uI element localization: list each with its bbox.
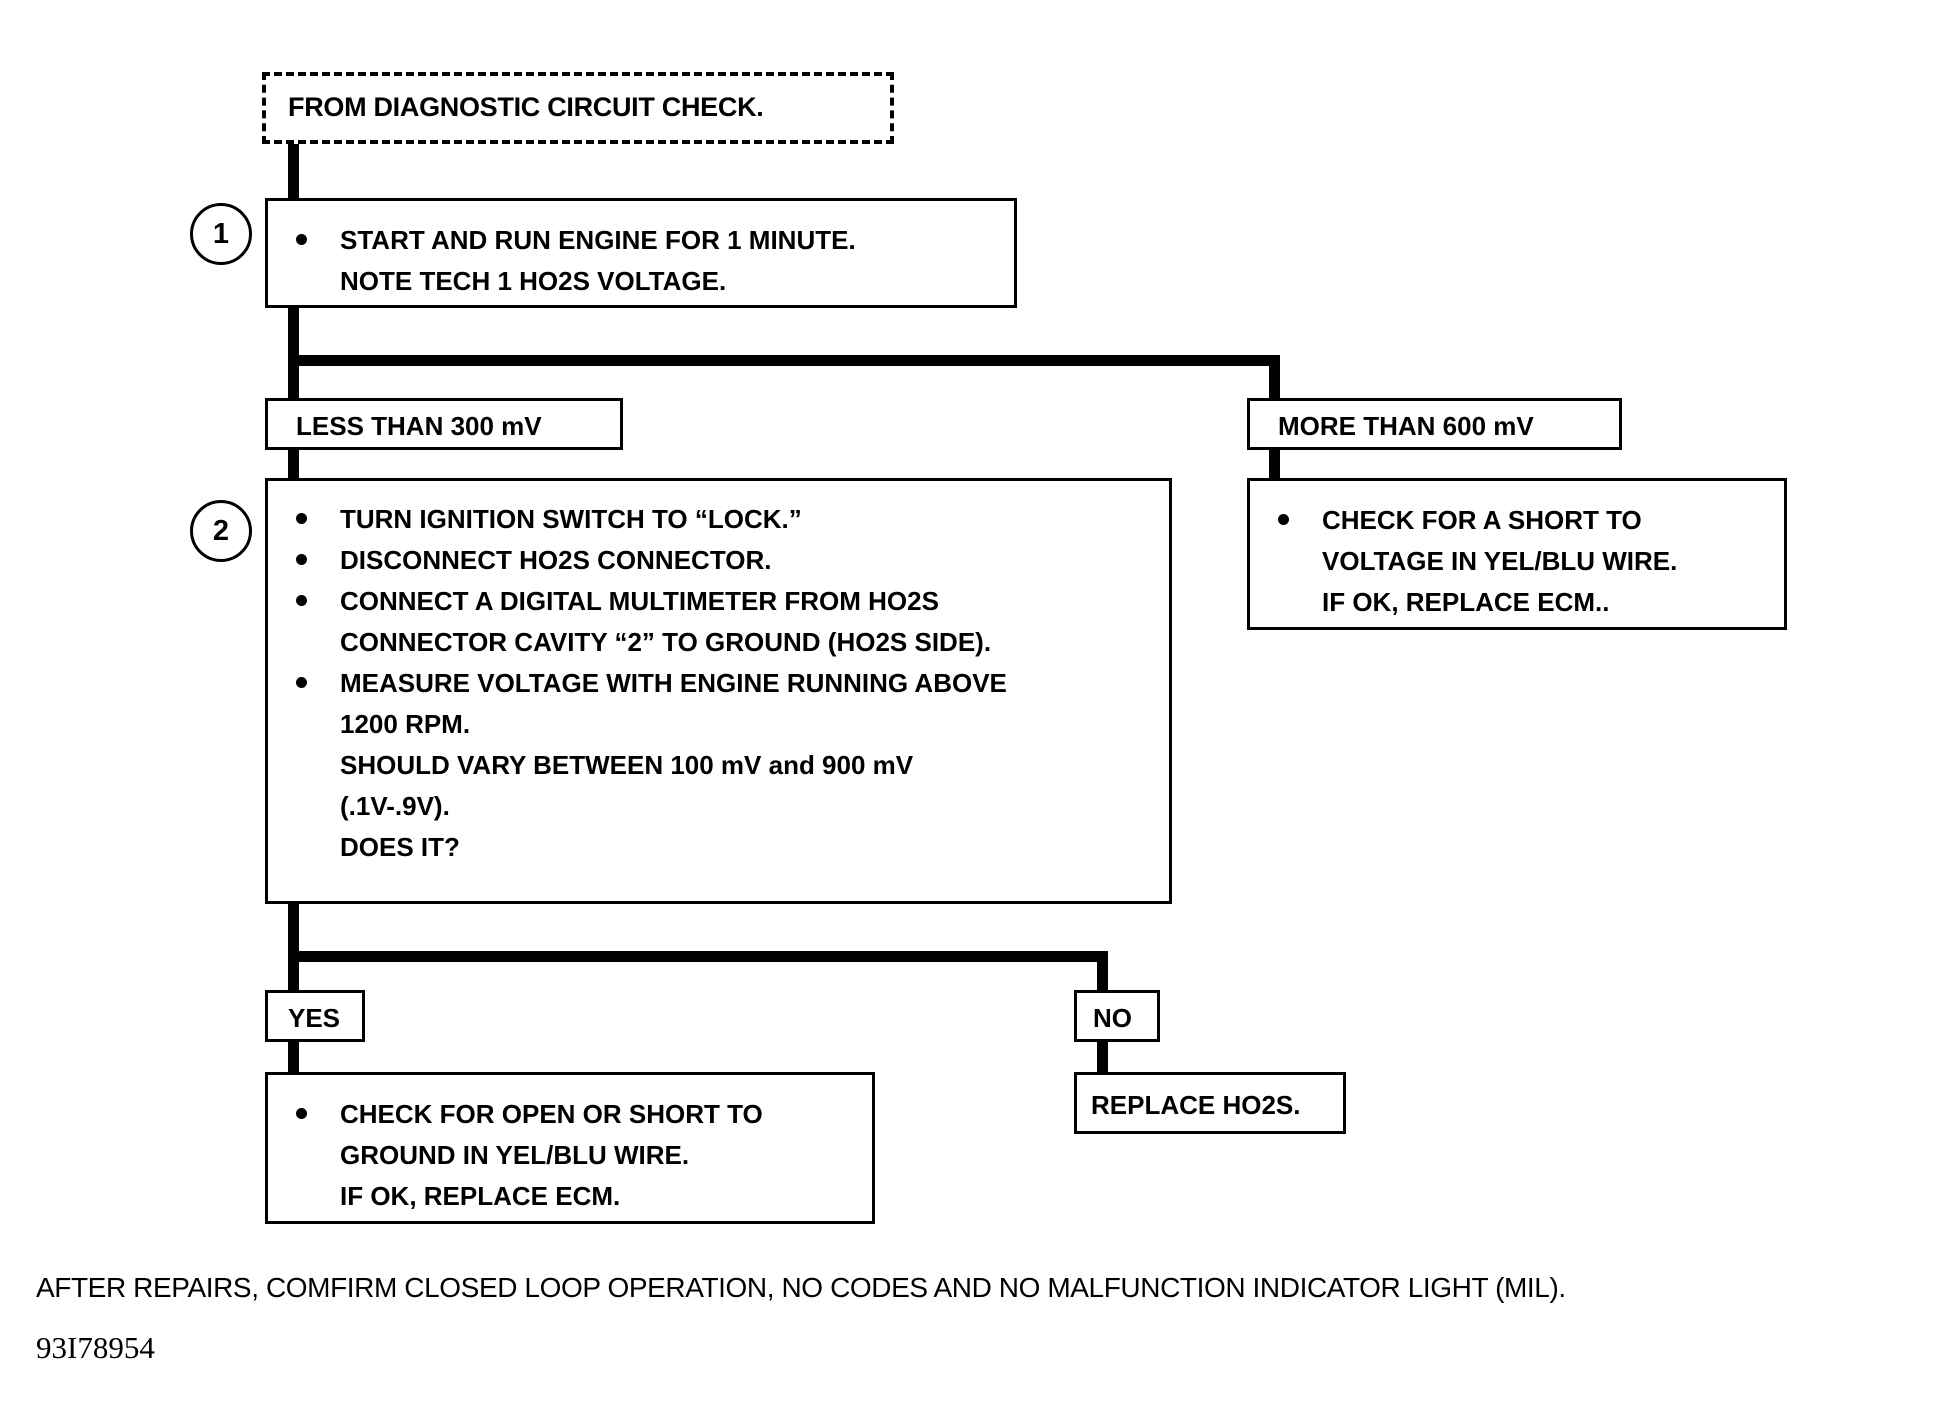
bullet-icon <box>296 1107 307 1119</box>
step-number-1: 1 <box>190 203 252 265</box>
bullet-icon <box>296 512 307 524</box>
result-short-to-voltage-line-3: IF OK, REPLACE ECM.. <box>1322 587 1610 617</box>
connector-step2-down <box>288 900 299 962</box>
result-open-or-short-bullet: CHECK FOR OPEN OR SHORT TO GROUND IN YEL… <box>296 1094 763 1217</box>
connector-to-more-than-600 <box>1269 355 1280 400</box>
step-2-bullet-4: MEASURE VOLTAGE WITH ENGINE RUNNING ABOV… <box>296 663 1156 868</box>
step-2-bullet-2-line-1: DISCONNECT HO2S CONNECTOR. <box>340 545 772 575</box>
step-2-bullet-3-line-2: CONNECTOR CAVITY “2” TO GROUND (HO2S SID… <box>340 627 992 657</box>
result-box-open-or-short-to-ground: CHECK FOR OPEN OR SHORT TO GROUND IN YEL… <box>265 1072 875 1224</box>
step-2-bullet-1-line-1: TURN IGNITION SWITCH TO “LOCK.” <box>340 504 802 534</box>
step-1-bullet-1: START AND RUN ENGINE FOR 1 MINUTE. NOTE … <box>296 220 856 302</box>
branch-label-no: NO <box>1074 990 1160 1042</box>
footer-document-code: 93I78954 <box>36 1330 155 1365</box>
branch-label-no-text: NO <box>1093 1003 1132 1033</box>
connector-step1-split-horizontal <box>288 355 1280 366</box>
result-open-or-short-line-3: IF OK, REPLACE ECM. <box>340 1181 621 1211</box>
step-2-bullet-4-line-1: MEASURE VOLTAGE WITH ENGINE RUNNING ABOV… <box>340 668 1007 698</box>
branch-label-less-than-300mv-text: LESS THAN 300 mV <box>296 411 542 441</box>
bullet-icon <box>1278 513 1289 525</box>
branch-label-less-than-300mv: LESS THAN 300 mV <box>265 398 623 450</box>
bullet-icon <box>296 233 307 245</box>
result-open-or-short-line-1: CHECK FOR OPEN OR SHORT TO <box>340 1099 763 1129</box>
result-box-short-to-voltage: CHECK FOR A SHORT TO VOLTAGE IN YEL/BLU … <box>1247 478 1787 630</box>
step-2-bullet-3-line-1: CONNECT A DIGITAL MULTIMETER FROM HO2S <box>340 586 939 616</box>
step-1-box: START AND RUN ENGINE FOR 1 MINUTE. NOTE … <box>265 198 1017 308</box>
footer-note: AFTER REPAIRS, COMFIRM CLOSED LOOP OPERA… <box>36 1272 1566 1303</box>
connector-to-no-label <box>1097 951 1108 994</box>
connector-less-than-to-step2 <box>288 437 299 482</box>
branch-label-more-than-600mv: MORE THAN 600 mV <box>1247 398 1622 450</box>
result-box-replace-ho2s: REPLACE HO2S. <box>1074 1072 1346 1134</box>
bullet-icon <box>296 553 307 565</box>
result-short-to-voltage-line-1: CHECK FOR A SHORT TO <box>1322 505 1642 535</box>
connector-start-to-step1 <box>288 140 299 205</box>
step-1-bullet-1-line-2: NOTE TECH 1 HO2S VOLTAGE. <box>340 266 727 296</box>
result-open-or-short-line-2: GROUND IN YEL/BLU WIRE. <box>340 1140 690 1170</box>
start-box-label: FROM DIAGNOSTIC CIRCUIT CHECK. <box>288 92 764 122</box>
connector-to-less-than-300 <box>288 355 299 400</box>
step-2-bullet-3: CONNECT A DIGITAL MULTIMETER FROM HO2S C… <box>296 581 1156 663</box>
connector-more-than-to-short-box <box>1269 437 1280 482</box>
connector-no-to-result <box>1097 1030 1108 1075</box>
start-box-from-diagnostic-circuit-check: FROM DIAGNOSTIC CIRCUIT CHECK. <box>262 72 894 144</box>
step-2-bullet-1: TURN IGNITION SWITCH TO “LOCK.” <box>296 499 1156 540</box>
step-number-1-label: 1 <box>212 217 230 250</box>
branch-label-yes: YES <box>265 990 365 1042</box>
branch-label-more-than-600mv-text: MORE THAN 600 mV <box>1278 411 1534 441</box>
step-number-2-label: 2 <box>212 514 230 547</box>
step-2-bullet-4-line-5: DOES IT? <box>340 832 460 862</box>
step-2-box: TURN IGNITION SWITCH TO “LOCK.” DISCONNE… <box>265 478 1172 904</box>
connector-step2-split-horizontal <box>288 951 1108 962</box>
bullet-icon <box>296 676 307 688</box>
branch-label-yes-text: YES <box>288 1003 341 1033</box>
connector-yes-to-result <box>288 1030 299 1075</box>
step-2-bullet-4-line-3: SHOULD VARY BETWEEN 100 mV and 900 mV <box>340 750 914 780</box>
result-short-to-voltage-line-2: VOLTAGE IN YEL/BLU WIRE. <box>1322 546 1678 576</box>
connector-step1-down <box>288 305 299 365</box>
step-2-bullet-4-line-2: 1200 RPM. <box>340 709 471 739</box>
step-2-bullet-2: DISCONNECT HO2S CONNECTOR. <box>296 540 1156 581</box>
step-number-2: 2 <box>190 500 252 562</box>
connector-to-yes-label <box>288 951 299 994</box>
result-replace-ho2s-label: REPLACE HO2S. <box>1091 1090 1301 1120</box>
result-short-to-voltage-bullet: CHECK FOR A SHORT TO VOLTAGE IN YEL/BLU … <box>1278 500 1677 623</box>
step-1-bullet-1-line-1: START AND RUN ENGINE FOR 1 MINUTE. <box>340 225 856 255</box>
step-2-bullet-4-line-4: (.1V-.9V). <box>340 791 450 821</box>
bullet-icon <box>296 594 307 606</box>
